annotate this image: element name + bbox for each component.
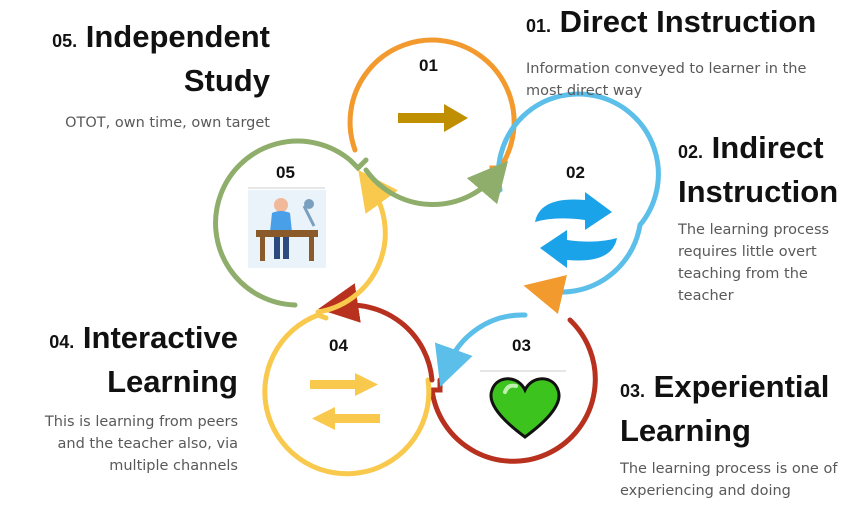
step-02-title: 02. Indirect Instruction: [678, 130, 839, 209]
step-05-text: 05. Independent Study OTOT, own time, ow…: [20, 17, 270, 134]
step-03-description: The learning process is one of experienc…: [620, 461, 838, 499]
refresh-cycle-icon: [535, 192, 617, 268]
step-01-description: Information conveyed to learner in the m…: [526, 61, 807, 99]
cycle-arc-04: [262, 312, 432, 477]
green-heart-icon: [480, 370, 566, 439]
cycle-arc-05: [213, 138, 369, 308]
arrow-right-icon: [398, 104, 468, 132]
cycle-connector-05-01: [363, 160, 509, 207]
step-03-title: 03. Experiential Learning: [620, 369, 830, 448]
step-05-description: OTOT, own time, own target: [65, 115, 270, 131]
step-05-title: 05. Independent Study: [52, 19, 270, 98]
cycle-connector-04-05: [315, 169, 398, 315]
step-01-text: 01. Direct Instruction Information conve…: [526, 2, 856, 102]
cycle-arc-01: [347, 37, 517, 181]
step-02-text: 02. Indirect Instruction The learning pr…: [678, 128, 856, 307]
step-05-number: 05: [276, 163, 295, 182]
step-04-text: 04. Interactive Learning This is learnin…: [8, 318, 238, 477]
exchange-arrows-icon: [310, 373, 380, 430]
step-04-number: 04: [329, 336, 348, 355]
step-04-description: This is learning from peers and the teac…: [44, 414, 238, 474]
cycle-connector-02-03: [434, 312, 528, 387]
step-02-number: 02: [566, 163, 585, 182]
step-04-title: 04. Interactive Learning: [49, 320, 238, 399]
step-01-title: 01. Direct Instruction: [526, 4, 817, 39]
step-02-description: The learning process requires little ove…: [678, 222, 830, 304]
cycle-connector-03-04: [318, 283, 435, 383]
cycle-arc-03: [429, 317, 598, 464]
step-03-text: 03. Experiential Learning The learning p…: [620, 367, 856, 502]
step-03-number: 03: [512, 336, 531, 355]
student-at-desk-icon: [248, 187, 326, 268]
step-01-number: 01: [419, 56, 438, 75]
cycle-arc-02: [495, 91, 661, 314]
